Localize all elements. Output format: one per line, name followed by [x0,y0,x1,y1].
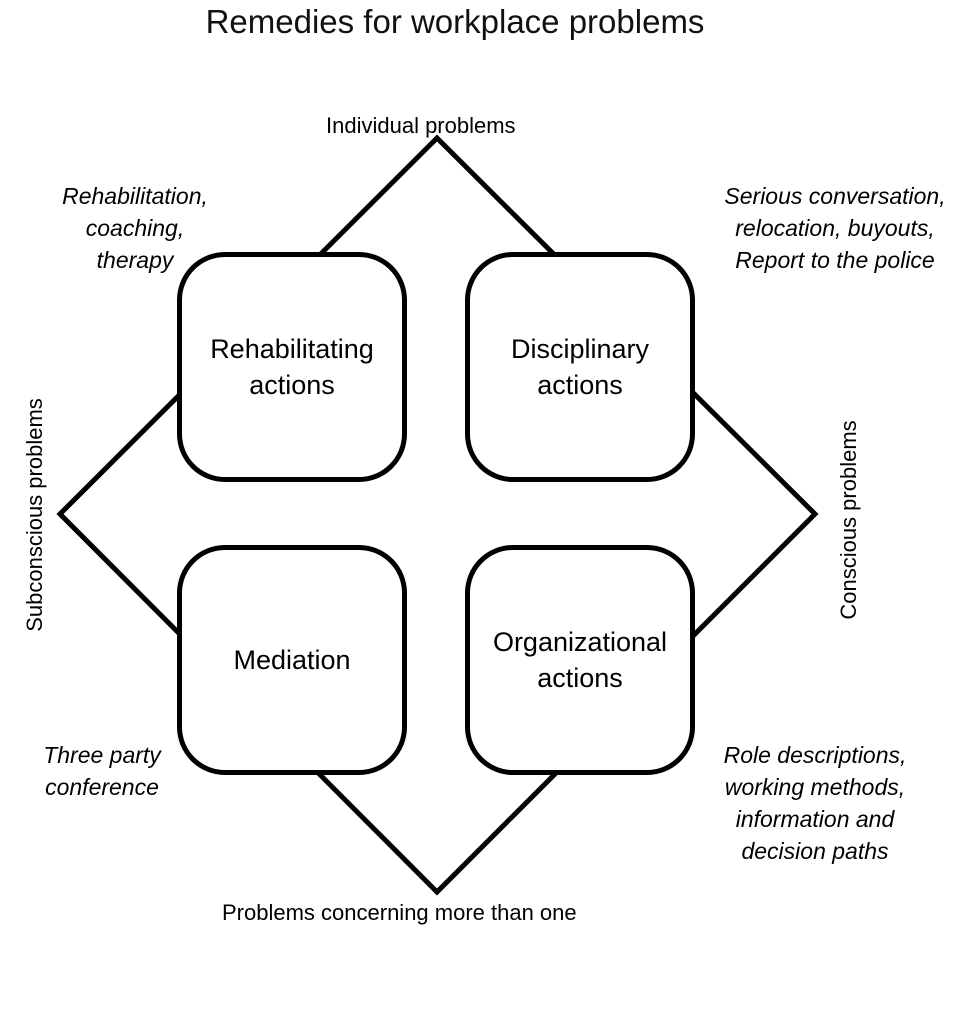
quadrant-label: Mediation [233,645,351,675]
diagram-title: Remedies for workplace problems [205,3,705,40]
note-rehabilitation: Rehabilitation, coaching, therapy [62,183,208,273]
axis-label-right: Conscious problems [836,420,861,620]
quadrant-label: Disciplinary actions [510,334,650,400]
note-organizational: Role descriptions, working methods, info… [723,742,907,864]
quadrant-disciplinary-actions: Disciplinary actions [465,252,695,482]
quadrant-label: Organizational actions [492,627,668,693]
quadrant-mediation: Mediation [177,545,407,775]
note-mediation: Three party conference [43,742,161,800]
note-disciplinary: Serious conversation, relocation, buyout… [724,183,946,273]
quadrant-label: Rehabilitating actions [210,334,374,400]
axis-label-left: Subconscious problems [22,398,47,632]
quadrant-rehabilitating-actions: Rehabilitating actions [177,252,407,482]
axis-label-top: Individual problems [326,113,516,138]
axis-label-bottom: Problems concerning more than one [222,900,577,925]
quadrant-organizational-actions: Organizational actions [465,545,695,775]
